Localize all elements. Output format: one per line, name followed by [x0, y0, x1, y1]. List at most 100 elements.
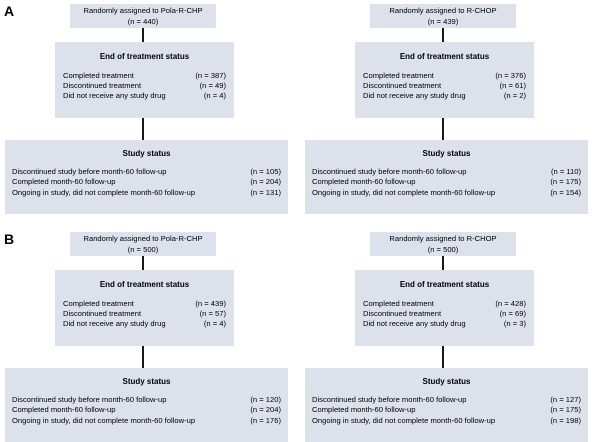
study-status-header: Study status — [122, 149, 171, 158]
row-value: (n = 61) — [499, 81, 526, 91]
end-of-treatment-box: End of treatment status Completed treatm… — [355, 42, 534, 118]
row-value: (n = 127) — [550, 395, 581, 404]
row-value: (n = 2) — [503, 91, 526, 101]
table-row: Discontinued study before month-60 follo… — [12, 167, 281, 177]
table-row: Did not receive any study drug (n = 4) — [63, 91, 226, 101]
row-label: Completed month-60 follow-up — [312, 177, 416, 187]
table-row: Discontinued treatment (n = 49) — [63, 81, 226, 91]
randomization-count: (n = 500) — [427, 244, 459, 254]
row-value: (n = 198) — [550, 415, 581, 425]
row-label: Did not receive any study drug — [363, 319, 466, 329]
row-value: (n = 439) — [195, 299, 226, 308]
table-row: Discontinued study before month-60 follo… — [12, 395, 281, 405]
row-label: Discontinued study before month-60 follo… — [312, 167, 467, 176]
row-label: Discontinued study before month-60 follo… — [12, 167, 167, 176]
table-row: Ongoing in study, did not complete month… — [312, 416, 581, 426]
row-label: Did not receive any study drug — [63, 319, 166, 329]
study-status-header: Study status — [422, 377, 471, 386]
row-value: (n = 176) — [250, 415, 281, 425]
row-label: Discontinued study before month-60 follo… — [312, 395, 467, 404]
connector-line — [142, 28, 144, 42]
study-status-header: Study status — [422, 149, 471, 158]
row-value: (n = 110) — [550, 167, 581, 176]
randomization-count: (n = 440) — [127, 16, 159, 26]
table-row: Completed treatment (n = 428) — [363, 299, 526, 309]
row-label: Discontinued treatment — [363, 309, 442, 319]
row-label: Completed treatment — [363, 71, 434, 80]
row-label: Discontinued study before month-60 follo… — [12, 395, 167, 404]
row-value: (n = 4) — [203, 319, 226, 329]
row-label: Completed treatment — [63, 299, 134, 308]
end-of-treatment-box: End of treatment status Completed treatm… — [55, 42, 234, 118]
row-value: (n = 204) — [250, 405, 281, 415]
table-row: Discontinued study before month-60 follo… — [312, 167, 581, 177]
row-label: Discontinued treatment — [363, 81, 442, 91]
randomization-box: Randomly assigned to R-CHOP (n = 500) — [370, 232, 516, 256]
row-value: (n = 131) — [250, 187, 281, 197]
row-label: Ongoing in study, did not complete month… — [312, 187, 496, 197]
randomization-count: (n = 439) — [427, 16, 459, 26]
row-value: (n = 57) — [199, 309, 226, 319]
table-row: Completed month-60 follow-up (n = 204) — [12, 405, 281, 415]
row-label: Did not receive any study drug — [63, 91, 166, 101]
connector-line — [142, 118, 144, 140]
row-label: Completed month-60 follow-up — [312, 405, 416, 415]
randomization-box: Randomly assigned to R-CHOP (n = 439) — [370, 4, 516, 28]
randomization-box: Randomly assigned to Pola-R-CHP (n = 500… — [70, 232, 216, 256]
row-label: Ongoing in study, did not complete month… — [12, 187, 196, 197]
table-row: Completed treatment (n = 376) — [363, 71, 526, 81]
row-value: (n = 376) — [495, 71, 526, 80]
study-status-header: Study status — [122, 377, 171, 386]
table-row: Discontinued study before month-60 follo… — [312, 395, 581, 405]
table-row: Discontinued treatment (n = 69) — [363, 309, 526, 319]
row-label: Completed treatment — [63, 71, 134, 80]
row-value: (n = 105) — [250, 167, 281, 176]
row-value: (n = 4) — [203, 91, 226, 101]
panel-a: A Randomly assigned to Pola-R-CHP (n = 4… — [4, 3, 588, 214]
end-of-treatment-header: End of treatment status — [99, 280, 190, 289]
study-status-box: Study status Discontinued study before m… — [305, 368, 588, 442]
table-row: Completed month-60 follow-up (n = 175) — [312, 405, 581, 415]
randomization-title: Randomly assigned to R-CHOP — [389, 6, 497, 15]
connector-line — [442, 28, 444, 42]
row-value: (n = 428) — [495, 299, 526, 308]
end-of-treatment-header: End of treatment status — [399, 280, 490, 289]
connector-line — [142, 346, 144, 368]
row-value: (n = 120) — [250, 395, 281, 404]
end-of-treatment-box: End of treatment status Completed treatm… — [355, 270, 534, 346]
row-value: (n = 154) — [550, 187, 581, 197]
randomization-title: Randomly assigned to Pola-R-CHP — [83, 6, 203, 15]
randomization-box: Randomly assigned to Pola-R-CHP (n = 440… — [70, 4, 216, 28]
row-label: Completed treatment — [363, 299, 434, 308]
randomization-title: Randomly assigned to Pola-R-CHP — [83, 234, 203, 243]
table-row: Discontinued treatment (n = 57) — [63, 309, 226, 319]
panel-letter-b: B — [4, 231, 15, 247]
table-row: Ongoing in study, did not complete month… — [12, 188, 281, 198]
randomization-title: Randomly assigned to R-CHOP — [389, 234, 497, 243]
row-value: (n = 175) — [550, 405, 581, 415]
row-value: (n = 204) — [250, 177, 281, 187]
connector-line — [142, 256, 144, 270]
table-row: Discontinued treatment (n = 61) — [363, 81, 526, 91]
panel-letter-a: A — [4, 3, 15, 19]
row-value: (n = 49) — [199, 81, 226, 91]
row-value: (n = 387) — [195, 71, 226, 80]
study-status-box: Study status Discontinued study before m… — [5, 140, 288, 214]
row-label: Did not receive any study drug — [363, 91, 466, 101]
study-status-box: Study status Discontinued study before m… — [305, 140, 588, 214]
row-label: Completed month-60 follow-up — [12, 177, 116, 187]
row-label: Discontinued treatment — [63, 309, 142, 319]
row-label: Completed month-60 follow-up — [12, 405, 116, 415]
row-value: (n = 3) — [503, 319, 526, 329]
connector-line — [442, 118, 444, 140]
table-row: Completed month-60 follow-up (n = 175) — [312, 177, 581, 187]
table-row: Completed treatment (n = 387) — [63, 71, 226, 81]
randomization-count: (n = 500) — [127, 244, 159, 254]
table-row: Did not receive any study drug (n = 4) — [63, 319, 226, 329]
panel-b: B Randomly assigned to Pola-R-CHP (n = 5… — [0, 228, 600, 442]
row-label: Ongoing in study, did not complete month… — [12, 415, 196, 425]
end-of-treatment-header: End of treatment status — [99, 52, 190, 61]
end-of-treatment-box: End of treatment status Completed treatm… — [55, 270, 234, 346]
row-label: Discontinued treatment — [63, 81, 142, 91]
table-row: Completed treatment (n = 439) — [63, 299, 226, 309]
